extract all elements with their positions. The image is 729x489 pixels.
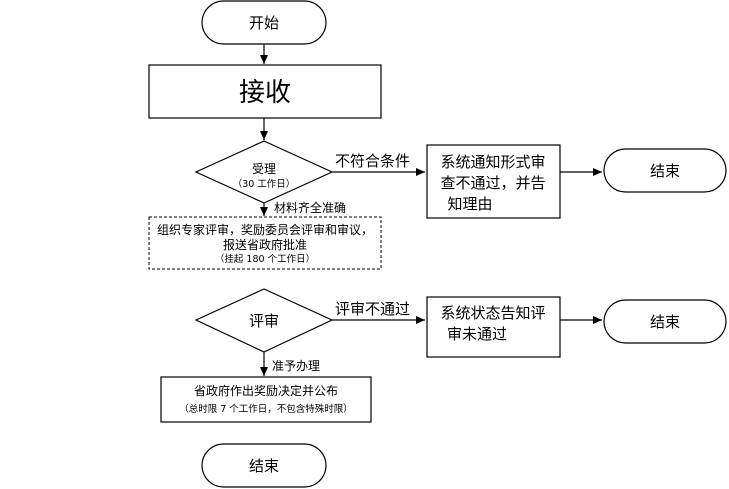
review-fail-box: [426, 296, 561, 358]
receive-label: 接收: [239, 78, 291, 108]
reject-notice-line-2: 查不通过，并告: [440, 174, 545, 192]
expert-review-box: [148, 216, 382, 270]
expert-review-note: （挂起 180 个工作日）: [215, 253, 315, 265]
end-label-3: 结束: [249, 457, 279, 475]
edge-label-not-qualified: 不符合条件: [335, 152, 410, 170]
expert-review-line-1: 组织专家评审，奖励委员会评审和审议，: [157, 222, 373, 237]
expert-review-line-2: 报送省政府批准: [223, 237, 307, 252]
connectors: [260, 44, 602, 376]
accept-diamond: [194, 140, 334, 204]
end-terminal-3: [201, 443, 327, 488]
accept-note: （30 工作日）: [233, 178, 296, 190]
start-terminal: [201, 0, 327, 45]
review-label: 评审: [249, 312, 279, 330]
reject-notice-box: [426, 144, 561, 219]
review-fail-line-1: 系统状态告知评: [440, 304, 545, 322]
receive-box: [148, 64, 382, 119]
end-label-2: 结束: [650, 313, 680, 331]
reject-notice-line-3: 知理由: [447, 195, 492, 213]
reject-notice-line-1: 系统通知形式审: [440, 153, 545, 171]
end-terminal-2: [603, 299, 727, 344]
decision-note: （总时限 7 个工作日，不包含特殊时限）: [179, 403, 353, 415]
edge-label-review-not-passed: 评审不通过: [335, 300, 410, 318]
review-diamond: [194, 288, 334, 353]
decision-box: [160, 376, 372, 423]
end-label-1: 结束: [650, 162, 680, 180]
edge-label-approved: 准予办理: [272, 358, 320, 373]
edge-label-materials-complete: 材料齐全准确: [274, 200, 346, 215]
start-label: 开始: [249, 14, 279, 32]
decision-label: 省政府作出奖励决定并公布: [194, 383, 338, 398]
review-fail-line-2: 审未通过: [447, 325, 507, 343]
end-terminal-1: [603, 148, 727, 193]
accept-label: 受理: [252, 162, 276, 176]
